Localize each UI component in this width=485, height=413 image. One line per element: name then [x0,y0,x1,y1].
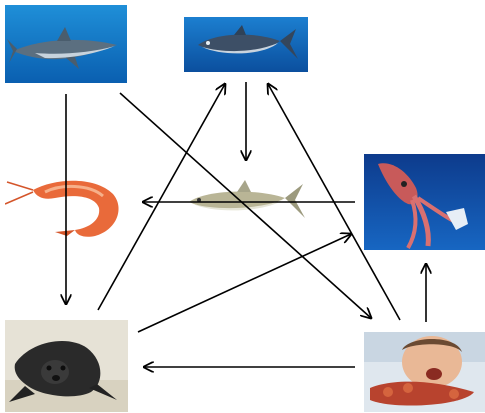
arrow-seal-to-squid [138,234,351,332]
arrow-seal-to-tuna [98,84,225,310]
